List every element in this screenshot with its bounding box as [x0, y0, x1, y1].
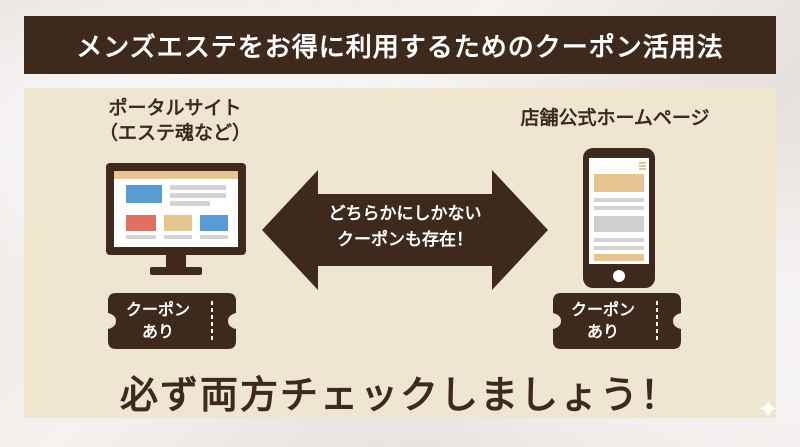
- call-to-action-text: 必ず両方チェックしましょう！: [119, 373, 680, 417]
- monitor-text-line: [170, 201, 210, 206]
- portal-coupon-ticket: クーポン あり: [108, 293, 236, 349]
- official-coupon-line1: クーポン: [570, 300, 635, 319]
- monitor-hero-blue: [126, 185, 162, 203]
- monitor-screen: [114, 171, 238, 247]
- phone-text-line: [594, 238, 644, 242]
- phone-text-line: [594, 198, 644, 202]
- phone-text-line: [594, 246, 644, 250]
- portal-coupon-line2: あり: [141, 322, 174, 341]
- desktop-monitor-icon: [106, 163, 246, 281]
- official-coupon-line2: あり: [586, 322, 619, 341]
- portal-site-heading-line2: （エステ魂など）: [98, 122, 251, 144]
- phone-menu-icon: [639, 162, 646, 164]
- double-arrow-shape: [262, 170, 548, 290]
- monitor-text-line: [170, 193, 226, 198]
- arrow-message: どちらかにしかない クーポンも存在！: [298, 201, 512, 253]
- arrow-message-line1: どちらかにしかない: [328, 204, 482, 224]
- portal-site-heading: ポータルサイト （エステ魂など）: [70, 96, 280, 146]
- monitor-card-blue: [200, 215, 228, 231]
- monitor-card-tan: [164, 215, 192, 231]
- ticket-shape: [108, 293, 236, 349]
- monitor-caption-line: [164, 235, 192, 239]
- monitor-header-bar: [114, 171, 238, 179]
- portal-coupon-label: クーポン あり: [108, 293, 208, 349]
- phone-hero-tan: [594, 174, 644, 192]
- portal-site-heading-line1: ポータルサイト: [108, 97, 242, 119]
- official-coupon-label: クーポン あり: [553, 293, 653, 349]
- monitor-card-red: [126, 215, 156, 231]
- phone-home-button: [613, 270, 625, 282]
- phone-footer-tan: [594, 254, 644, 261]
- page-title: メンズエステをお得に利用するためのクーポン活用法: [76, 32, 724, 63]
- smartphone-icon: [583, 148, 655, 288]
- phone-screen: [589, 158, 649, 264]
- official-site-heading: 店舗公式ホームページ: [520, 107, 710, 129]
- portal-coupon-line1: クーポン: [125, 300, 190, 319]
- monitor-stand-neck: [166, 255, 186, 269]
- monitor-frame: [106, 163, 246, 255]
- ticket-shape: [553, 293, 681, 349]
- title-bar: メンズエステをお得に利用するためのクーポン活用法: [24, 16, 776, 74]
- double-arrow-icon: [262, 170, 548, 290]
- arrow-message-line2: クーポンも存在！: [337, 230, 473, 250]
- phone-image-gray: [594, 216, 644, 232]
- sparkle-icon: ✦: [757, 395, 779, 425]
- monitor-caption-line: [126, 235, 156, 239]
- monitor-stand-base: [150, 267, 202, 275]
- phone-text-line: [594, 206, 644, 210]
- monitor-caption-line: [200, 235, 228, 239]
- monitor-text-line: [170, 185, 226, 190]
- official-coupon-ticket: クーポン あり: [553, 293, 681, 349]
